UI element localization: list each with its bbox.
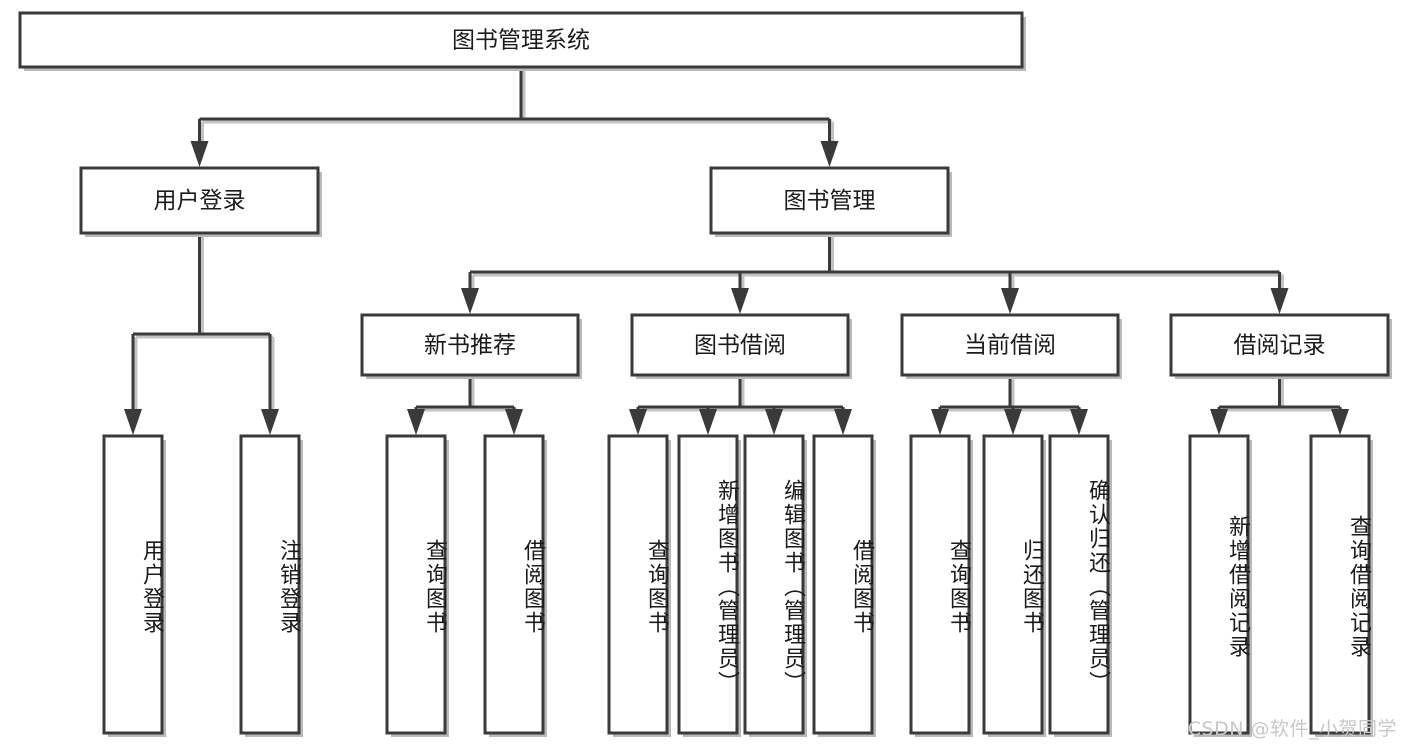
book-manage-arrow-1	[731, 288, 749, 314]
connector-layer	[124, 67, 1349, 435]
book-borrow-arrow-1	[699, 409, 717, 435]
book-borrow-arrow-0	[629, 409, 647, 435]
user-login-arrow-0	[124, 409, 142, 435]
book-manage-arrow-0	[461, 288, 479, 314]
book-manage-arrow-2	[1001, 288, 1019, 314]
root-arrow-0	[190, 141, 209, 167]
node-root[interactable]	[18, 11, 1024, 69]
node-book-borrow[interactable]	[630, 313, 850, 377]
new-book-recommend-arrow-1	[505, 409, 523, 435]
node-root-label: 图书管理系统	[452, 28, 590, 54]
box-layer	[18, 11, 1392, 737]
node-current-borrow-label: 当前借阅	[964, 333, 1056, 359]
node-leaf-add-borrow-record[interactable]	[1188, 434, 1250, 735]
node-leaf-confirm-return[interactable]	[1048, 434, 1110, 735]
book-borrow-arrow-2	[765, 409, 783, 435]
node-book-borrow-label: 图书借阅	[694, 333, 786, 359]
current-borrow-arrow-1	[1004, 409, 1022, 435]
node-book-manage[interactable]	[709, 166, 950, 235]
current-borrow-arrow-2	[1070, 409, 1088, 435]
node-new-book-recommend[interactable]	[360, 313, 580, 377]
csdn-watermark: CSDN @软件_小贺同学	[1187, 718, 1397, 740]
node-leaf-query-book-1[interactable]	[385, 434, 447, 735]
node-new-book-recommend-label: 新书推荐	[424, 333, 516, 359]
new-book-recommend-arrow-0	[407, 409, 425, 435]
node-leaf-logout-login[interactable]	[239, 434, 301, 735]
node-user-login-label: 用户登录	[154, 188, 246, 214]
user-login-arrow-1	[261, 409, 279, 435]
node-leaf-query-book-2[interactable]	[607, 434, 669, 735]
node-leaf-query-borrow-record[interactable]	[1309, 434, 1371, 735]
node-current-borrow[interactable]	[900, 313, 1120, 377]
node-leaf-user-login[interactable]	[102, 434, 164, 735]
book-borrow-arrow-3	[834, 409, 852, 435]
node-book-manage-label: 图书管理	[784, 188, 876, 214]
root-arrow-1	[820, 141, 839, 167]
borrow-record-arrow-0	[1210, 409, 1228, 435]
node-borrow-record-label: 借阅记录	[1234, 333, 1326, 359]
node-leaf-borrow-book-1[interactable]	[483, 434, 545, 735]
node-leaf-return-book[interactable]	[982, 434, 1044, 735]
book-manage-arrow-3	[1270, 288, 1289, 314]
node-borrow-record[interactable]	[1169, 313, 1390, 377]
node-leaf-borrow-book-2[interactable]	[812, 434, 874, 735]
node-leaf-add-book[interactable]	[677, 434, 739, 735]
node-user-login[interactable]	[79, 166, 320, 235]
node-leaf-query-book-3[interactable]	[909, 434, 971, 735]
node-leaf-edit-book[interactable]	[743, 434, 805, 735]
borrow-record-arrow-1	[1331, 409, 1349, 435]
current-borrow-arrow-0	[931, 409, 949, 435]
